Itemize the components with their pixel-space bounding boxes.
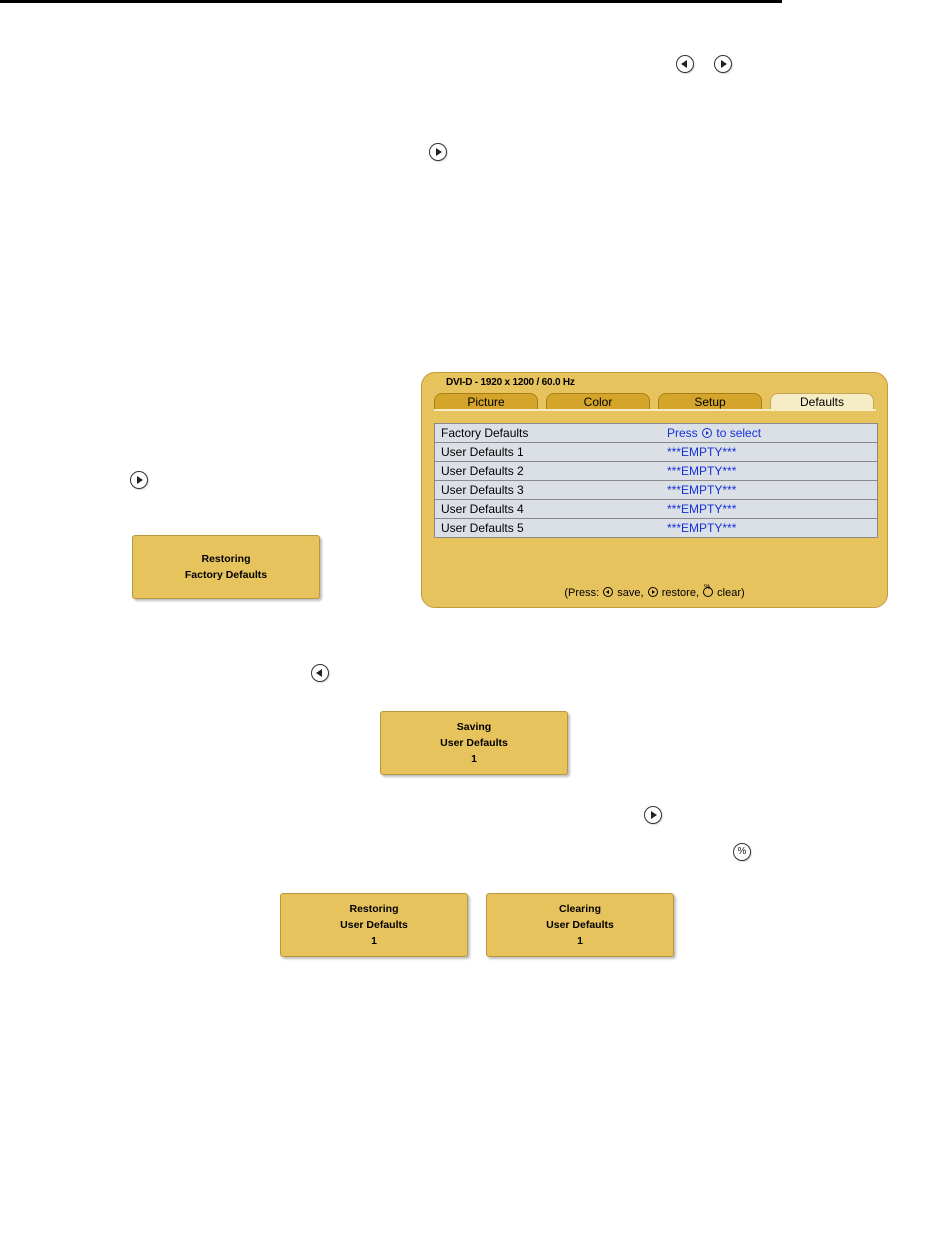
message-line: User Defaults <box>340 919 408 931</box>
restoring-user-defaults-message: Restoring User Defaults 1 <box>280 893 468 957</box>
top-rule <box>0 0 782 3</box>
hint-open: (Press: <box>564 587 600 599</box>
row-value: ***EMPTY*** <box>667 521 737 535</box>
message-line: Factory Defaults <box>184 569 268 581</box>
right-arrow-icon <box>647 587 658 597</box>
tab-defaults[interactable]: Defaults <box>770 393 874 410</box>
message-line: User Defaults <box>440 737 508 749</box>
list-item-factory-defaults[interactable]: Factory Defaults Press to select <box>435 424 877 442</box>
clearing-user-defaults-message: Clearing User Defaults 1 <box>486 893 674 957</box>
message-line: Restoring <box>201 553 251 565</box>
list-item-user-defaults-4[interactable]: User Defaults 4 ***EMPTY*** <box>435 500 877 518</box>
tab-setup[interactable]: Setup <box>658 393 762 410</box>
row-value: Press to select <box>667 424 761 442</box>
list-item-user-defaults-3[interactable]: User Defaults 3 ***EMPTY*** <box>435 481 877 499</box>
message-line: Saving <box>456 721 492 733</box>
tab-color[interactable]: Color <box>546 393 650 410</box>
right-arrow-button-icon <box>429 143 447 161</box>
list-item-user-defaults-1[interactable]: User Defaults 1 ***EMPTY*** <box>435 443 877 461</box>
key-hint-footer: (Press: save, restore, clear) <box>422 584 887 599</box>
row-value: ***EMPTY*** <box>667 483 737 497</box>
saving-user-defaults-message: Saving User Defaults 1 <box>380 711 568 775</box>
row-value-post: to select <box>716 426 762 440</box>
left-arrow-button-icon <box>311 664 329 682</box>
hint-save: save, <box>617 587 644 599</box>
list-item-user-defaults-2[interactable]: User Defaults 2 ***EMPTY*** <box>435 462 877 480</box>
row-label: User Defaults 4 <box>441 502 524 516</box>
row-value: ***EMPTY*** <box>667 502 737 516</box>
row-label: User Defaults 1 <box>441 445 524 459</box>
list-item-user-defaults-5[interactable]: User Defaults 5 ***EMPTY*** <box>435 519 877 537</box>
signal-info: DVI-D - 1920 x 1200 / 60.0 Hz <box>446 377 575 388</box>
hint-restore: restore, <box>661 587 700 599</box>
tab-underline <box>434 409 876 411</box>
row-value: ***EMPTY*** <box>667 464 737 478</box>
row-value: ***EMPTY*** <box>667 445 737 459</box>
row-label: User Defaults 3 <box>441 483 524 497</box>
message-line: 1 <box>371 935 377 947</box>
message-line: 1 <box>471 753 477 765</box>
left-arrow-button-icon <box>676 55 694 73</box>
percent-icon <box>703 584 714 597</box>
right-arrow-button-icon <box>714 55 732 73</box>
row-label: User Defaults 2 <box>441 464 524 478</box>
left-arrow-icon <box>603 587 614 597</box>
right-arrow-icon <box>702 428 713 438</box>
osd-defaults-menu: DVI-D - 1920 x 1200 / 60.0 Hz Picture Co… <box>421 372 888 608</box>
row-value-pre: Press <box>667 426 698 440</box>
right-arrow-button-icon <box>644 806 662 824</box>
defaults-list: Factory Defaults Press to select User De… <box>434 423 878 538</box>
row-label: User Defaults 5 <box>441 521 524 535</box>
message-line: Restoring <box>349 903 399 915</box>
hint-clear: clear) <box>717 587 745 599</box>
message-line: User Defaults <box>546 919 614 931</box>
right-arrow-button-icon <box>130 471 148 489</box>
restoring-factory-defaults-message: Restoring Factory Defaults <box>132 535 320 599</box>
message-line: Clearing <box>558 903 601 915</box>
tab-picture[interactable]: Picture <box>434 393 538 410</box>
row-label: Factory Defaults <box>441 426 529 440</box>
percent-button-icon: % <box>733 843 751 861</box>
message-line: 1 <box>577 935 583 947</box>
